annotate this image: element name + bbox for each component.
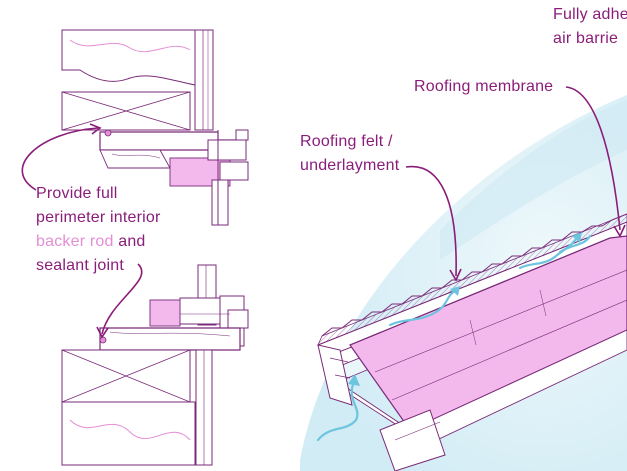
exterior-air-background-upper — [440, 100, 627, 260]
provide-label-line3: backer rod and — [36, 231, 146, 253]
roofing-membrane-line — [321, 213, 627, 337]
roofing-membrane-leader — [565, 86, 621, 231]
roof-assembly-section — [300, 86, 627, 471]
backer-rod-term: backer rod — [36, 233, 114, 250]
provide-label-line3-and: and — [113, 233, 146, 250]
wall-insulation-upper — [61, 29, 196, 86]
provide-label-line4: sealant joint — [36, 257, 124, 274]
wall-insulation-lower — [61, 401, 196, 466]
sealant-leader-lower — [101, 263, 143, 335]
airflow-arrow-upper — [558, 234, 592, 254]
window-frame-upper — [207, 129, 249, 226]
fully-adhered-label-line1: Fully adhe — [553, 6, 627, 23]
window-sill-lower — [99, 327, 241, 351]
wall-detail-section — [21, 29, 249, 466]
airflow-arrow-lower — [316, 380, 359, 442]
roofing-felt-label-line1: Roofing felt / — [300, 133, 393, 150]
roofing-felt-label-line2: underlayment — [300, 157, 400, 174]
fully-adhered-label-line2: air barrie — [553, 30, 619, 47]
airflow-arrow-mid-2 — [518, 234, 580, 270]
provide-label-line2: perimeter interior — [36, 209, 161, 226]
roofing-membrane-label: Roofing membrane — [414, 78, 554, 95]
sealant-leader-upper — [21, 127, 99, 191]
roofing-felt-leader — [405, 165, 457, 277]
airflow-arrows — [316, 232, 592, 442]
provide-label-line1: Provide full — [36, 185, 118, 202]
airflow-arrow-mid-1 — [388, 288, 458, 327]
